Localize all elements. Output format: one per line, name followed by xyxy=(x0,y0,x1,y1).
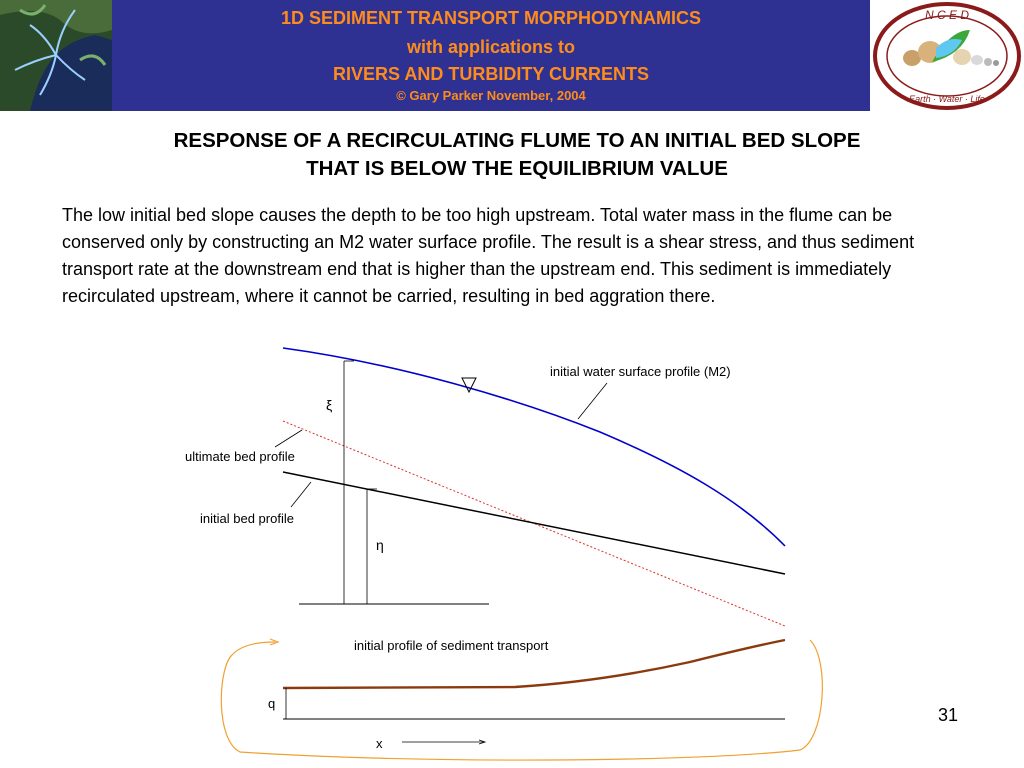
banner-line-3: RIVERS AND TURBIDITY CURRENTS xyxy=(332,64,650,84)
title-banner: 1D SEDIMENT TRANSPORT MORPHODYNAMICS wit… xyxy=(112,0,870,111)
recirculation-loop xyxy=(220,639,823,761)
body-paragraph: The low initial bed slope causes the dep… xyxy=(62,205,915,306)
slide-title-line-2: THAT IS BELOW THE EQUILIBRIUM VALUE xyxy=(306,157,728,180)
xi-symbol: ξ xyxy=(326,397,332,413)
page-number: 31 xyxy=(938,705,959,725)
slide-title-line-1: RESPONSE OF A RECIRCULATING FLUME TO AN … xyxy=(173,129,861,152)
q-symbol: q xyxy=(268,696,275,711)
header: 1D SEDIMENT TRANSPORT MORPHODYNAMICS wit… xyxy=(0,0,1024,111)
water-surface-marker-icon xyxy=(461,377,477,394)
recirculation-arrow-icon xyxy=(269,638,280,646)
banner-line-1: 1D SEDIMENT TRANSPORT MORPHODYNAMICS xyxy=(280,8,702,28)
initial-bed-leader xyxy=(290,481,312,508)
banner-line-2: with applications to xyxy=(406,37,575,57)
x-symbol: x xyxy=(376,736,383,751)
water-surface-leader xyxy=(577,382,608,420)
slide-title: RESPONSE OF A RECIRCULATING FLUME TO AN … xyxy=(60,127,974,183)
copyright-text: © Gary Parker November, 2004 xyxy=(396,88,586,103)
initial-bed-label: initial bed profile xyxy=(200,511,294,526)
water-surface-curve xyxy=(282,347,786,547)
ultimate-bed-label: ultimate bed profile xyxy=(185,449,295,464)
sediment-transport-label: initial profile of sediment transport xyxy=(354,638,549,653)
sediment-transport-curve xyxy=(282,638,786,690)
ultimate-bed-leader xyxy=(274,429,303,448)
eta-symbol: η xyxy=(376,537,384,553)
satellite-delta-image xyxy=(0,0,112,111)
x-arrow-head-icon xyxy=(478,739,487,745)
logo-top-letters: N C E D xyxy=(925,8,969,22)
water-surface-label: initial water surface profile (M2) xyxy=(550,364,731,379)
logo-bottom-text: Earth · Water · Life xyxy=(909,94,985,104)
nced-logo-icon xyxy=(903,30,999,66)
nced-logo: N C E D Earth · Water · Life xyxy=(870,0,1024,111)
